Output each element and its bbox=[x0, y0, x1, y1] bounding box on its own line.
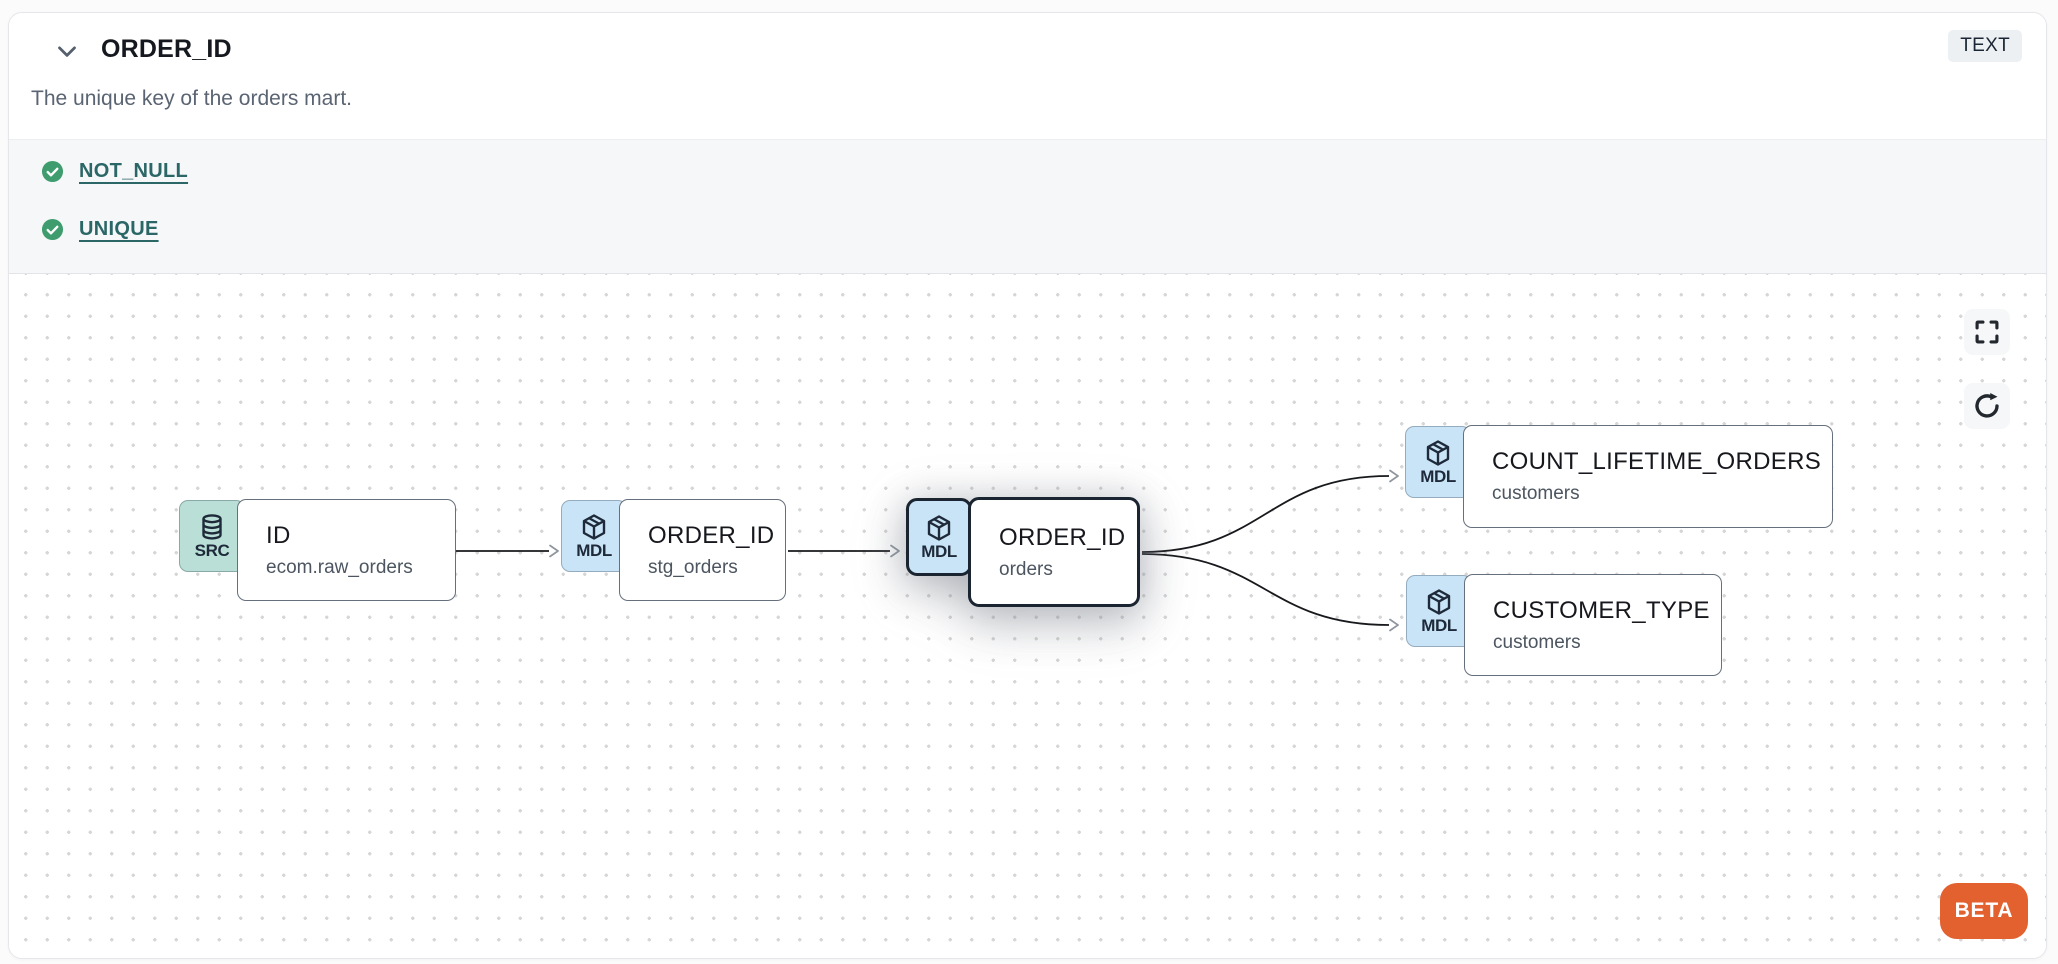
test-link-not-null[interactable]: NOT_NULL bbox=[79, 159, 189, 182]
column-details-card: ORDER_ID TEXT The unique key of the orde… bbox=[8, 12, 2047, 959]
node-badge-label: MDL bbox=[576, 540, 612, 560]
check-circle-icon bbox=[41, 218, 64, 241]
column-description: The unique key of the orders mart. bbox=[31, 87, 352, 110]
column-title: ORDER_ID bbox=[101, 35, 232, 63]
edge-orders-ctype bbox=[1141, 553, 1390, 626]
node-subtitle: stg_orders bbox=[648, 556, 738, 578]
node-subtitle: customers bbox=[1493, 631, 1581, 653]
chevron-down-icon bbox=[52, 36, 82, 66]
arrowhead-icon bbox=[890, 544, 900, 558]
edge-orders-count bbox=[1141, 475, 1390, 553]
node-badge-label: MDL bbox=[1421, 615, 1457, 635]
node-title: ID bbox=[266, 521, 291, 549]
collapse-button[interactable] bbox=[47, 31, 87, 71]
arrowhead-icon bbox=[1389, 469, 1399, 483]
refresh-icon bbox=[1972, 391, 2002, 421]
node-badge-label: MDL bbox=[921, 541, 957, 561]
column-header: ORDER_ID TEXT The unique key of the orde… bbox=[9, 13, 2046, 139]
check-circle-icon bbox=[41, 160, 64, 183]
maximize-icon bbox=[1973, 318, 2001, 346]
lineage-edges bbox=[456, 469, 1399, 632]
node-badge-label: SRC bbox=[194, 540, 230, 560]
node-subtitle: orders bbox=[999, 558, 1053, 580]
arrowhead-icon bbox=[549, 544, 559, 558]
test-row: NOT_NULL bbox=[41, 157, 2046, 185]
node-title: ORDER_ID bbox=[648, 521, 775, 549]
cube-icon bbox=[924, 513, 954, 543]
node-title: CUSTOMER_TYPE bbox=[1493, 596, 1710, 624]
node-title: COUNT_LIFETIME_ORDERS bbox=[1492, 448, 1822, 475]
refresh-button[interactable] bbox=[1964, 383, 2010, 429]
node-badge-label: MDL bbox=[1420, 466, 1456, 486]
lineage-canvas[interactable]: SRC ID ecom.raw_orders MDL bbox=[9, 274, 2046, 958]
test-link-unique[interactable]: UNIQUE bbox=[79, 217, 159, 240]
node-subtitle: ecom.raw_orders bbox=[266, 556, 413, 578]
arrowhead-icon bbox=[1389, 618, 1399, 632]
tests-section: NOT_NULL UNIQUE bbox=[9, 139, 2046, 274]
fullscreen-button[interactable] bbox=[1964, 309, 2010, 355]
node-subtitle: customers bbox=[1492, 483, 1580, 504]
beta-badge: BETA bbox=[1940, 883, 2028, 939]
cube-icon bbox=[1424, 587, 1454, 617]
data-type-badge: TEXT bbox=[1948, 30, 2022, 62]
test-row: UNIQUE bbox=[41, 215, 2046, 243]
cube-icon bbox=[1423, 438, 1453, 468]
cube-icon bbox=[579, 512, 609, 542]
node-title: ORDER_ID bbox=[999, 523, 1126, 551]
database-icon bbox=[197, 512, 227, 542]
